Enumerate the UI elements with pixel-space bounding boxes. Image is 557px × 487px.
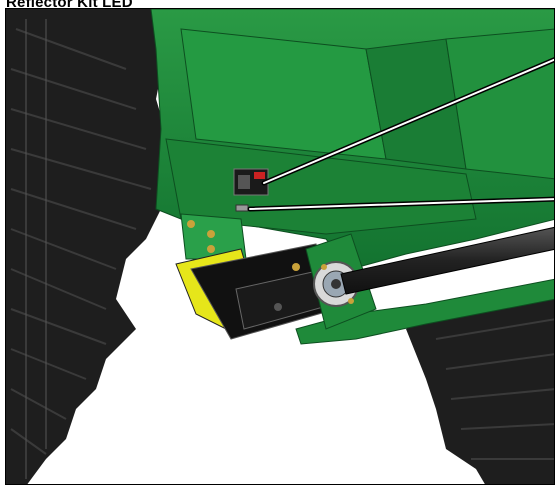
harness-connector-icon xyxy=(235,204,249,212)
illustration-frame xyxy=(5,8,555,485)
tire-left-icon xyxy=(6,9,171,484)
callout-line xyxy=(247,57,554,212)
drive-shaft-icon xyxy=(340,226,554,295)
page-title: Reflector Kit LED xyxy=(6,0,133,11)
equipment-illustration xyxy=(6,9,554,484)
tire-right-icon xyxy=(406,289,554,484)
reflector-bracket-icon xyxy=(175,243,337,340)
hub-flange-icon xyxy=(305,233,377,330)
